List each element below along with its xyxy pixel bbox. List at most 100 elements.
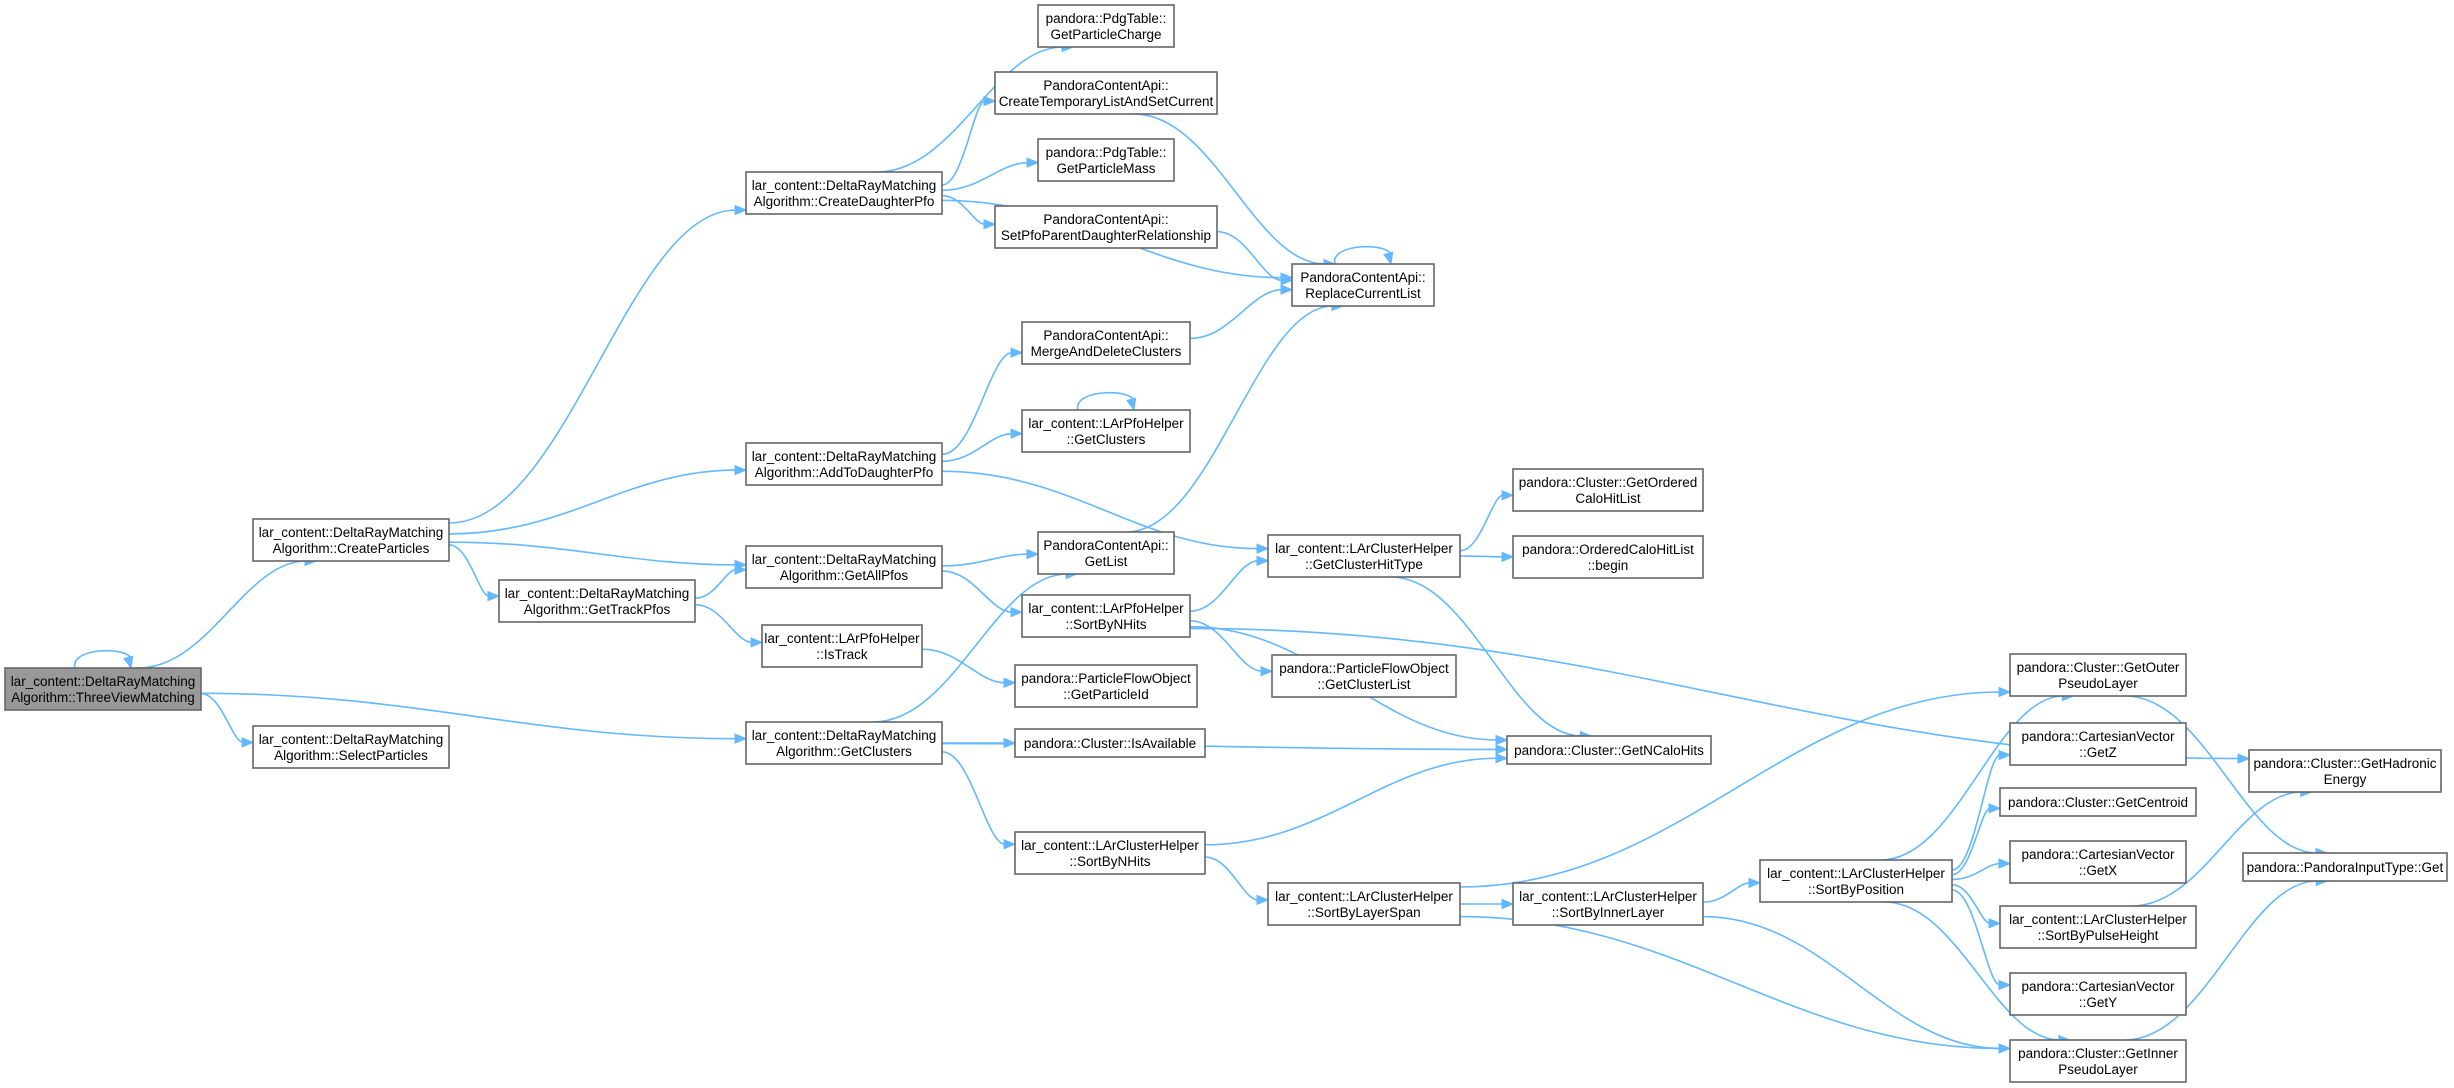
edge-CreateDaughterPfo-to-CreateTemporaryListAndSetCurrent <box>941 95 997 186</box>
node-label: ::SortByPulseHeight <box>2038 928 2159 943</box>
edge-arrowhead <box>1383 251 1394 266</box>
node-GetY[interactable]: pandora::CartesianVector::GetY <box>2009 972 2187 1016</box>
node-GetParticleMass[interactable]: pandora::PdgTable::GetParticleMass <box>1037 138 1175 182</box>
node-label: ::GetX <box>2079 863 2117 878</box>
edge-line <box>1189 560 1259 612</box>
edge-arrowhead <box>2237 753 2251 764</box>
node-GetList[interactable]: PandoraContentApi::GetList <box>1037 531 1175 575</box>
node-ReplaceCurrentList[interactable]: PandoraContentApi::ReplaceCurrentList <box>1291 263 1435 307</box>
edge-line <box>941 553 1029 567</box>
node-box <box>1021 321 1191 365</box>
node-CreateDaughterPfo[interactable]: lar_content::DeltaRayMatchingAlgorithm::… <box>745 171 943 215</box>
node-begin[interactable]: pandora::OrderedCaloHitList::begin <box>1512 535 1704 579</box>
edge-line <box>941 351 1013 456</box>
node-IsAvailable[interactable]: pandora::Cluster::IsAvailable <box>1014 728 1206 758</box>
node-IsTrack[interactable]: lar_content::LArPfoHelper::IsTrack <box>761 624 923 668</box>
node-box <box>1999 905 2197 949</box>
edge-line <box>1702 915 2001 1050</box>
node-SelectParticles[interactable]: lar_content::DeltaRayMatchingAlgorithm::… <box>252 725 450 769</box>
node-box <box>2009 840 2187 884</box>
node-box <box>2009 1039 2187 1083</box>
node-CreateParticles[interactable]: lar_content::DeltaRayMatchingAlgorithm::… <box>252 518 450 562</box>
node-CreateTemporaryListAndSetCurrent[interactable]: PandoraContentApi::CreateTemporaryListAn… <box>994 71 1218 115</box>
node-GetNCaloHits[interactable]: pandora::Cluster::GetNCaloHits <box>1506 735 1712 765</box>
node-SortByPulseHeight[interactable]: lar_content::LArClusterHelper::SortByPul… <box>1999 905 2197 949</box>
node-PandoraInputTypeGet[interactable]: pandora::PandoraInputType::Get <box>2242 852 2448 882</box>
edge-SortByLayerSpan-to-SortByInnerLayer <box>1460 898 1515 910</box>
edge-arrowhead <box>1256 543 1270 554</box>
edge-GetAllPfos-to-GetList <box>941 548 1040 567</box>
node-GetClusters[interactable]: lar_content::DeltaRayMatchingAlgorithm::… <box>745 721 943 765</box>
node-label: pandora::CartesianVector <box>2021 729 2175 744</box>
node-box <box>1291 263 1435 307</box>
node-ClusterSortByNHits[interactable]: lar_content::LArClusterHelper::SortByNHi… <box>1014 831 1206 875</box>
node-label: ::GetClusters <box>1067 432 1146 447</box>
node-label: pandora::OrderedCaloHitList <box>1522 542 1694 557</box>
node-GetTrackPfos[interactable]: lar_content::DeltaRayMatchingAlgorithm::… <box>498 579 696 623</box>
node-label: ::SortByNHits <box>1069 854 1150 869</box>
edge-line <box>2125 695 2317 854</box>
edge-line <box>941 432 1013 463</box>
node-AddToDaughterPfo[interactable]: lar_content::DeltaRayMatchingAlgorithm::… <box>745 442 943 486</box>
edge-line <box>941 194 986 226</box>
edge-arrowhead <box>1010 347 1024 358</box>
node-label: lar_content::DeltaRayMatching <box>259 525 444 540</box>
node-SetPfoParentDaughterRelationship[interactable]: PandoraContentApi::SetPfoParentDaughterR… <box>994 205 1218 249</box>
edge-arrowhead <box>734 564 748 575</box>
edge-line <box>448 469 737 535</box>
edge-ThreeViewMatching-to-SelectParticles <box>200 692 255 748</box>
node-MergeAndDeleteClusters[interactable]: PandoraContentApi::MergeAndDeleteCluster… <box>1021 321 1191 365</box>
node-box <box>4 667 202 711</box>
edge-line <box>200 692 737 740</box>
node-label: lar_content::LArClusterHelper <box>1021 838 1199 853</box>
node-GetParticleId[interactable]: pandora::ParticleFlowObject::GetParticle… <box>1014 664 1198 708</box>
edge-line <box>872 573 1068 723</box>
node-GetClusterList[interactable]: pandora::ParticleFlowObject::GetClusterL… <box>1271 654 1457 698</box>
node-GetParticleCharge[interactable]: pandora::PdgTable::GetParticleCharge <box>1037 4 1175 48</box>
node-ThreeViewMatching[interactable]: lar_content::DeltaRayMatchingAlgorithm::… <box>4 667 202 711</box>
node-SortByPosition[interactable]: lar_content::LArClusterHelper::SortByPos… <box>1759 859 1953 903</box>
node-SortByInnerLayer[interactable]: lar_content::LArClusterHelper::SortByInn… <box>1512 882 1704 926</box>
node-label: Energy <box>2324 772 2367 787</box>
node-label: lar_content::DeltaRayMatching <box>752 728 937 743</box>
node-SortByLayerSpan[interactable]: lar_content::LArClusterHelper::SortByLay… <box>1267 882 1461 926</box>
node-label: Algorithm::AddToDaughterPfo <box>755 465 934 480</box>
node-box <box>745 721 943 765</box>
node-box <box>2009 653 2187 697</box>
node-PfoSortByNHits[interactable]: lar_content::LArPfoHelper::SortByNHits <box>1021 594 1191 638</box>
node-GetCentroid[interactable]: pandora::Cluster::GetCentroid <box>1999 787 2197 817</box>
node-GetX[interactable]: pandora::CartesianVector::GetX <box>2009 840 2187 884</box>
node-label: pandora::PdgTable:: <box>1046 11 1167 26</box>
edge-arrowhead <box>1026 157 1040 168</box>
edge-PfoSortByNHits-to-GetClusterHitType <box>1189 555 1270 612</box>
edge-SortByPosition-to-GetZ <box>1951 749 2012 871</box>
node-GetZ[interactable]: pandora::CartesianVector::GetZ <box>2009 722 2187 766</box>
nodes-layer: lar_content::DeltaRayMatchingAlgorithm::… <box>4 4 2448 1083</box>
node-GetAllPfos[interactable]: lar_content::DeltaRayMatchingAlgorithm::… <box>745 545 943 589</box>
node-box <box>761 624 923 668</box>
node-PfoGetClusters[interactable]: lar_content::LArPfoHelper::GetClusters <box>1021 409 1191 453</box>
edge-line <box>876 46 1064 173</box>
node-label: ::GetZ <box>2079 745 2117 760</box>
node-box <box>994 71 1218 115</box>
edge-arrowhead <box>1988 803 2002 814</box>
edge-arrowhead <box>1495 744 1509 755</box>
node-GetClusterHitType[interactable]: lar_content::LArClusterHelper::GetCluste… <box>1267 534 1461 578</box>
node-label: lar_content::LArPfoHelper <box>1028 416 1184 431</box>
edge-MergeAndDeleteClusters-to-ReplaceCurrentList <box>1189 284 1294 340</box>
edge-GetClusterHitType-to-begin <box>1459 551 1515 563</box>
edge-AddToDaughterPfo-to-PfoGetClusters <box>941 428 1024 463</box>
edge-SortByInnerLayer-to-SortByPosition <box>1702 877 1762 903</box>
node-box <box>745 171 943 215</box>
edge-arrowhead <box>1501 898 1515 910</box>
edge-GetClusters-to-ClusterSortByNHits <box>941 751 1017 850</box>
edge-PfoGetClusters-to-PfoGetClusters <box>1077 391 1137 412</box>
node-label: lar_content::DeltaRayMatching <box>752 178 937 193</box>
edge-ClusterSortByNHits-to-SortByLayerSpan <box>1204 856 1270 906</box>
edge-arrowhead <box>734 464 748 476</box>
node-label: ::GetClusterList <box>1317 677 1410 692</box>
